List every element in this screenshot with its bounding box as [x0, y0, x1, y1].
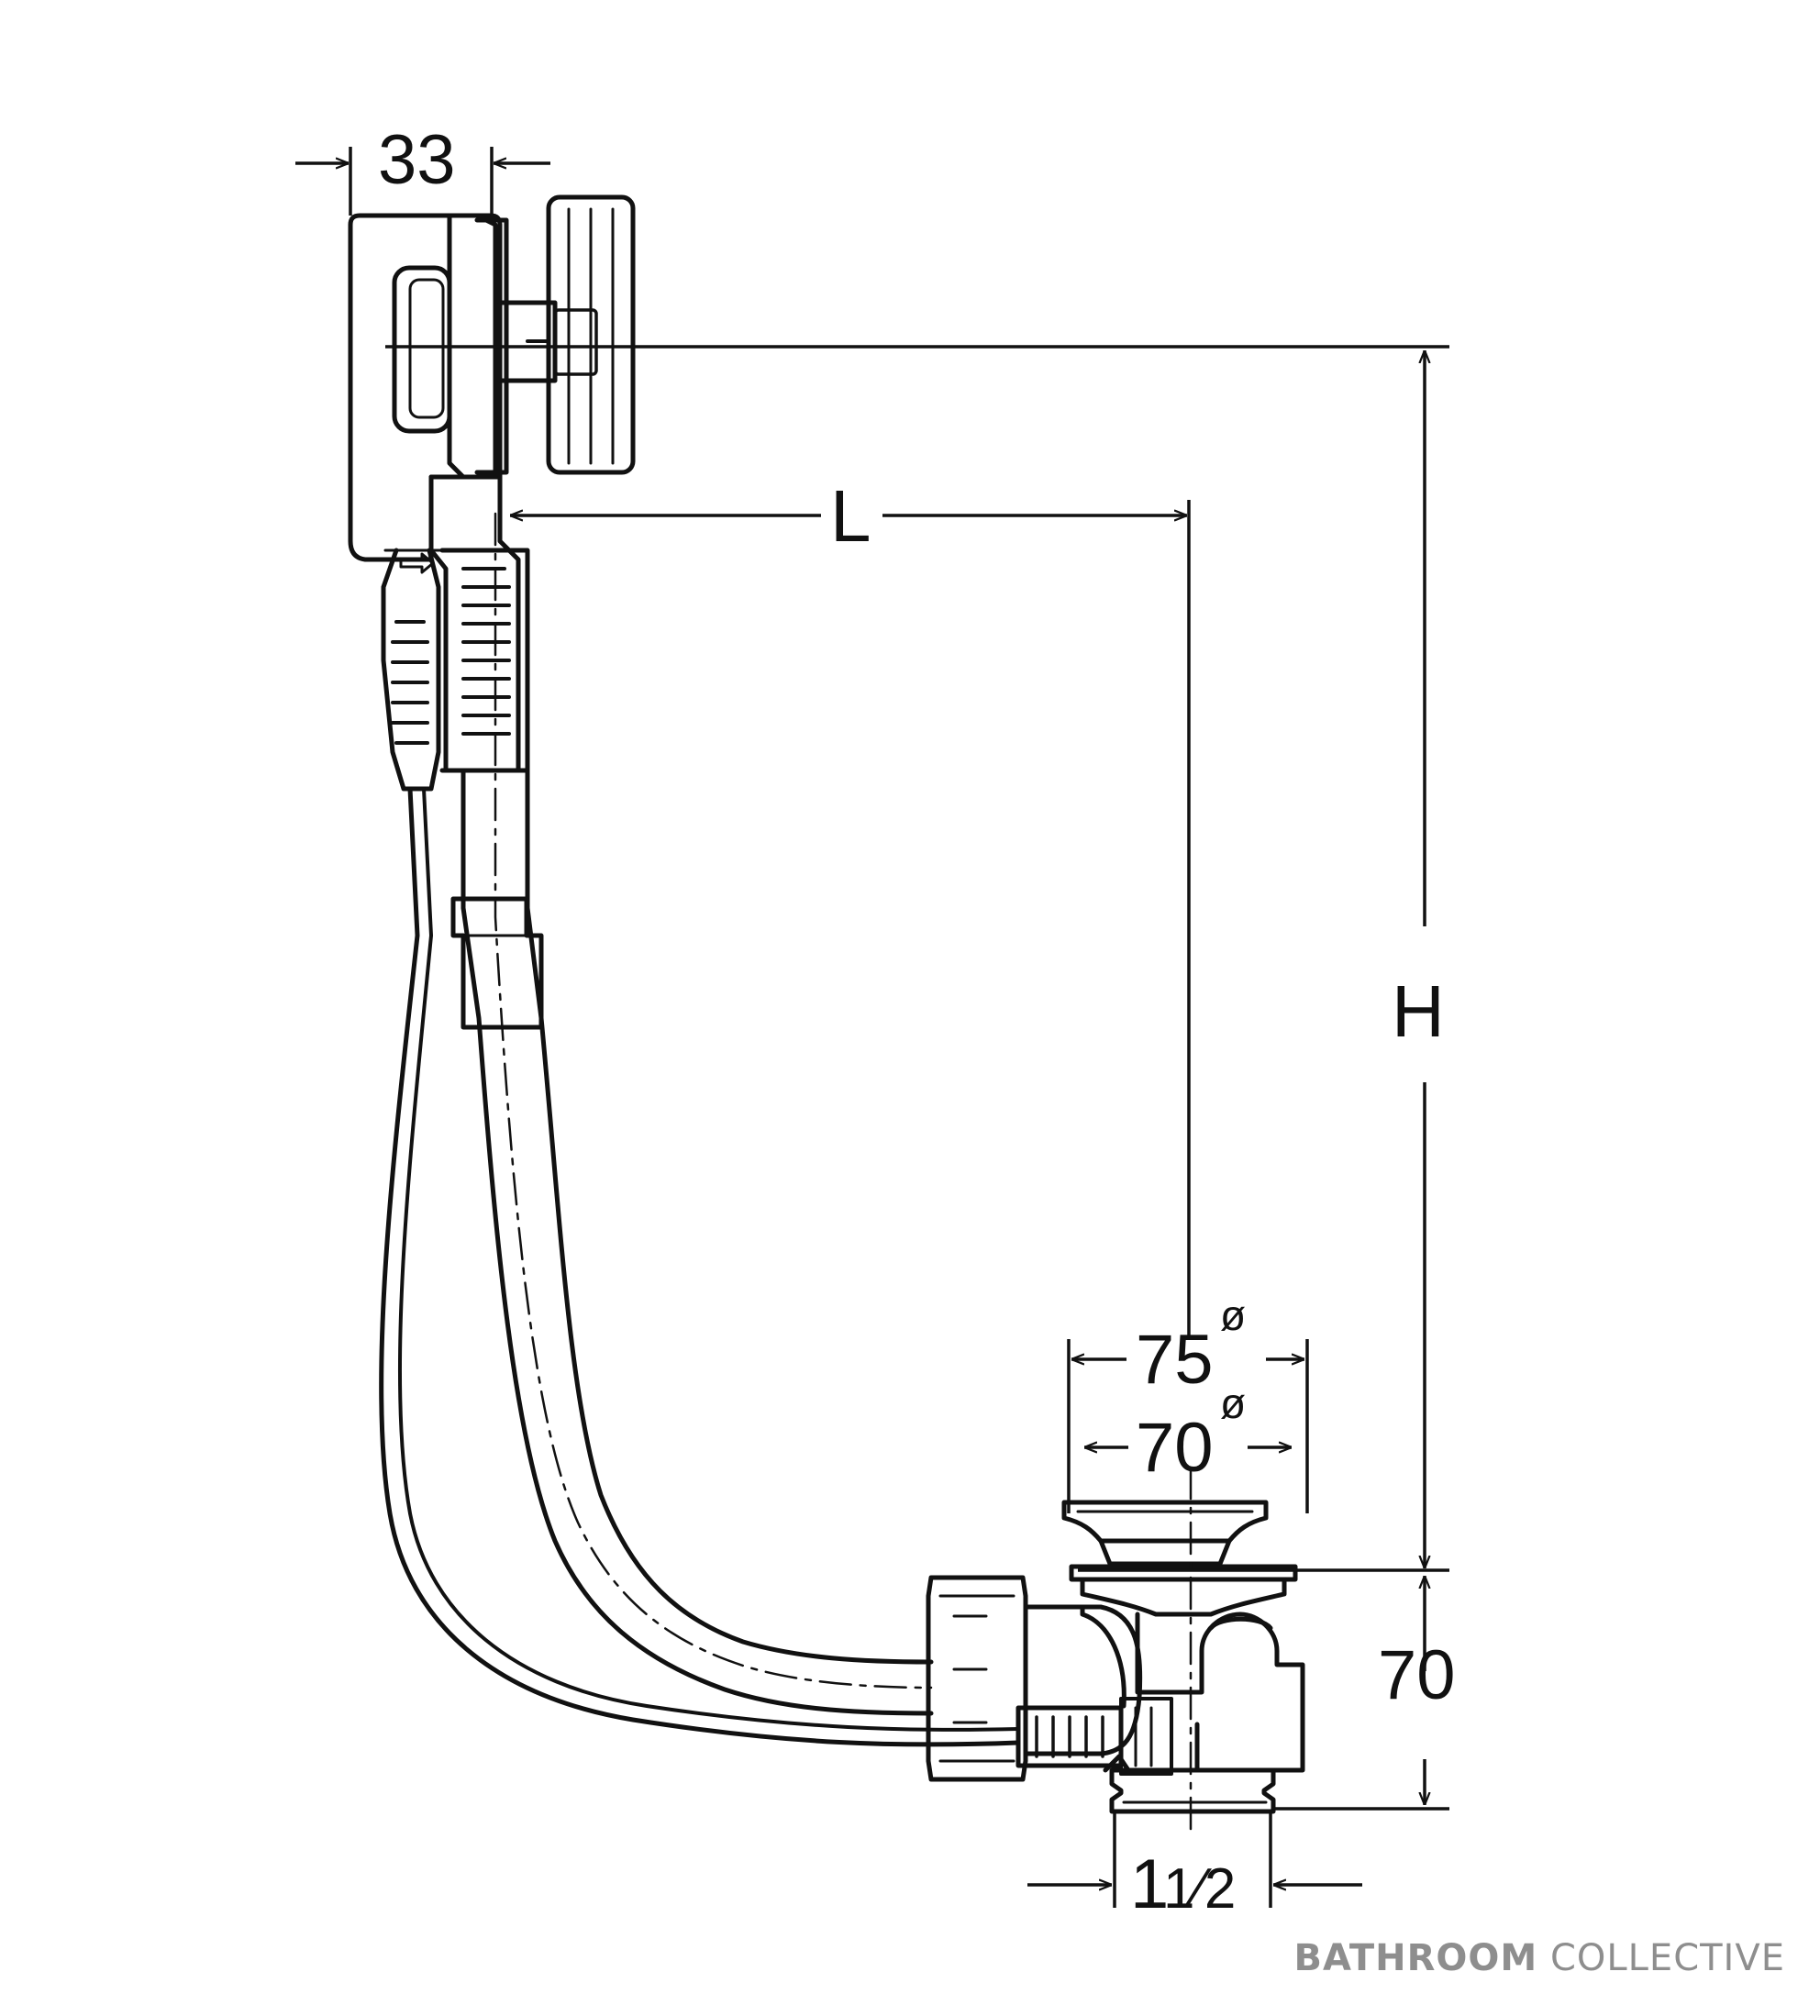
dim-70h-label: 70	[1378, 1636, 1456, 1714]
brand-watermark: BATHROOM COLLECTIVE	[1294, 1937, 1786, 1979]
bowden-cable-sleeve	[381, 548, 442, 792]
dim-thread-whole: 1	[1130, 1845, 1169, 1923]
dim-33-label: 33	[378, 121, 456, 199]
waste-body	[1135, 1612, 1305, 1773]
dim-75-label: 75	[1136, 1321, 1214, 1399]
dim-75-diameter-symbol: ø	[1220, 1291, 1246, 1339]
bowden-cable	[379, 786, 1021, 1747]
dim-h-label: H	[1392, 970, 1445, 1052]
cable-connector	[1015, 1697, 1173, 1776]
dim-thread-fraction: 1⁄2	[1163, 1857, 1236, 1921]
dimension-lines	[295, 147, 1449, 1908]
overflow-housing	[348, 194, 636, 562]
dim-70d-diameter-symbol: ø	[1220, 1379, 1246, 1427]
drain-plug	[1061, 1500, 1298, 1617]
overflow-pipe	[450, 512, 934, 1716]
pipe-nut	[926, 1575, 1028, 1782]
brand-light-text: COLLECTIVE	[1549, 1937, 1785, 1979]
dimension-labels: 33 L H 75 ø 70 ø 70 1 1⁄2	[378, 121, 1456, 1923]
waste-elbow	[1023, 1604, 1143, 1756]
waste-overflow-assembly	[348, 194, 1305, 1836]
threaded-outlet	[1103, 1754, 1276, 1814]
dim-l-label: L	[830, 475, 871, 557]
overflow-corrugated-sleeve	[428, 474, 530, 773]
dim-70d-label: 70	[1136, 1409, 1214, 1487]
brand-bold-text: BATHROOM	[1293, 1937, 1538, 1979]
